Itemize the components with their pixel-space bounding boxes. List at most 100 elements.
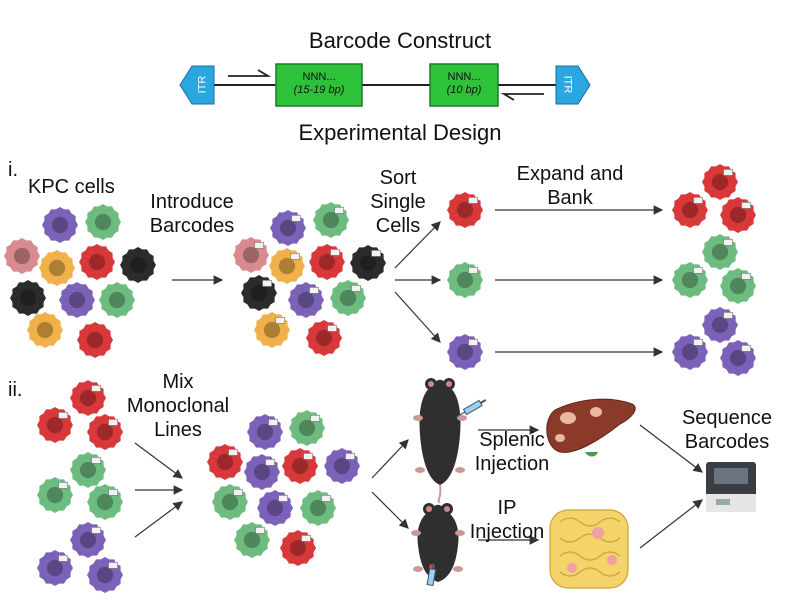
expand-line-2: Bank (547, 187, 593, 209)
cell (87, 557, 123, 593)
barcode-box-2 (429, 63, 499, 107)
ip-line-1: IP (497, 497, 517, 519)
barcode-tag (58, 482, 68, 489)
barcode-tag (255, 527, 265, 534)
barcode-tag (693, 197, 703, 204)
barcode-tag (303, 453, 313, 460)
cell (244, 454, 280, 490)
cell (212, 484, 248, 520)
splenic-line-2: Injection (474, 453, 550, 475)
cell (720, 340, 756, 376)
introduce-line-2: Barcodes (149, 215, 235, 237)
cell (10, 280, 46, 316)
cell (254, 312, 290, 348)
cell (289, 410, 325, 446)
ip-line-2: Injection (469, 521, 545, 543)
barcode-tag (334, 207, 344, 214)
barcode-tag (58, 555, 68, 562)
cell (672, 334, 708, 370)
part-i-marker: i. (8, 159, 18, 181)
barcode-box-2-text: NNN... (10 bp) (430, 71, 498, 97)
cell (234, 522, 270, 558)
construct-title: Barcode Construct (308, 28, 492, 53)
cell (37, 407, 73, 443)
barcode-tag (262, 280, 272, 287)
cell (87, 414, 123, 450)
barcode-tag (275, 317, 285, 324)
sort-line-3: Cells (375, 215, 421, 237)
barcode-tag (254, 242, 264, 249)
mix-line-3: Lines (154, 419, 202, 441)
cell (702, 307, 738, 343)
expand-label: Expand and Bank (505, 162, 635, 210)
barcode-box-1-seq: NNN... (302, 71, 336, 83)
cell (280, 530, 316, 566)
cell (282, 448, 318, 484)
barcode-tag (309, 287, 319, 294)
cell (42, 207, 78, 243)
cell (672, 262, 708, 298)
expand-line-1: Expand and (516, 163, 624, 185)
barcode-tag (265, 459, 275, 466)
cell (59, 282, 95, 318)
barcode-tag (91, 527, 101, 534)
syringe-icon (456, 399, 487, 418)
cell (99, 282, 135, 318)
barcode-tag (723, 239, 733, 246)
sort-line-2: Single (370, 191, 426, 213)
barcode-tag (468, 197, 478, 204)
splenic-line-1: Splenic (479, 429, 545, 451)
itr-right-label: ITR (561, 75, 574, 94)
cells-layer (4, 164, 756, 593)
barcode-construct (179, 63, 591, 107)
cell (241, 275, 277, 311)
barcode-tag (233, 489, 243, 496)
cell (87, 484, 123, 520)
primer-arrow-reverse (500, 93, 544, 101)
barcode-tag (327, 325, 337, 332)
cell (233, 237, 269, 273)
part-ii-marker: ii. (8, 379, 23, 401)
intestine-icon (549, 509, 629, 589)
cell (288, 282, 324, 318)
barcode-tag (693, 339, 703, 346)
cell (270, 210, 306, 246)
barcode-tag (723, 312, 733, 319)
barcode-tag (741, 273, 751, 280)
barcode-tag (291, 215, 301, 222)
cell (309, 244, 345, 280)
arrows-part-ii (134, 424, 703, 549)
cell (79, 244, 115, 280)
cell (247, 414, 283, 450)
barcode-box-1-text: NNN... (15-19 bp) (276, 71, 362, 97)
cell (313, 202, 349, 238)
ip-label: IP Injection (452, 496, 562, 544)
barcode-tag (345, 453, 355, 460)
cell (27, 312, 63, 348)
sequence-line-2: Barcodes (684, 431, 770, 453)
cell (4, 238, 40, 274)
barcode-tag (91, 385, 101, 392)
barcode-tag (278, 495, 288, 502)
barcode-tag (321, 495, 331, 502)
cell (120, 247, 156, 283)
mouse-icon (411, 503, 465, 582)
itr-left-label: ITR (196, 75, 209, 94)
barcode-tag (330, 249, 340, 256)
barcode-tag (741, 345, 751, 352)
cell (720, 197, 756, 233)
liver-icon (546, 398, 636, 457)
splenic-label: Splenic Injection (462, 428, 562, 476)
barcode-tag (228, 449, 238, 456)
barcode-box-2-length: (10 bp) (446, 84, 482, 96)
sort-label: Sort Single Cells (362, 166, 434, 238)
cell (37, 477, 73, 513)
barcode-tag (268, 419, 278, 426)
barcode-tag (371, 250, 381, 257)
cell (306, 320, 342, 356)
cell (350, 245, 386, 281)
barcode-tag (58, 412, 68, 419)
cell (300, 490, 336, 526)
mouse-icon (413, 378, 467, 503)
